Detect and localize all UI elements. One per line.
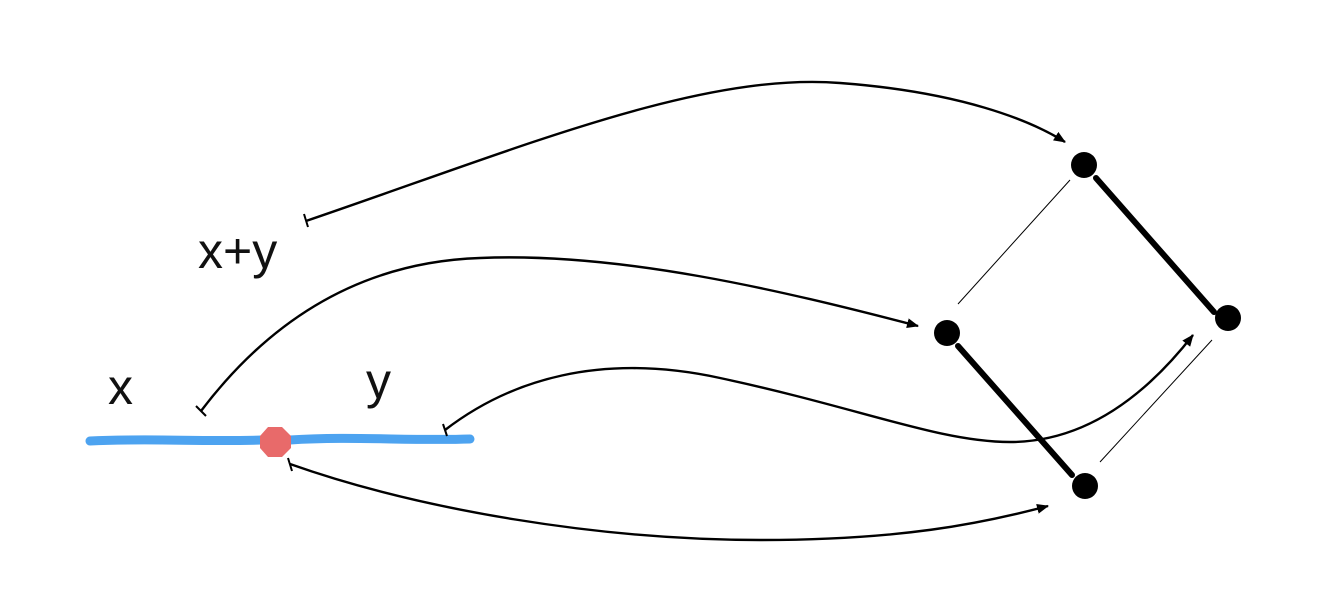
node-right — [1215, 305, 1241, 331]
lattice-nodes — [934, 152, 1241, 499]
arrow-y-to-right — [444, 334, 1194, 444]
line-segments — [85, 433, 475, 446]
edge-top-left — [957, 179, 1071, 305]
segment-y — [285, 433, 475, 445]
node-bottom — [1072, 473, 1098, 499]
node-left — [934, 320, 960, 346]
lattice-edges — [955, 175, 1217, 478]
mapping-arrows — [195, 80, 1194, 542]
arrow-x-to-left — [200, 256, 919, 412]
arrow-x-plus-y-to-top — [305, 80, 1066, 223]
edge-left-bottom — [955, 343, 1075, 478]
node-top — [1071, 152, 1097, 178]
edge-top-right — [1093, 175, 1217, 315]
label-y: y — [366, 353, 391, 409]
segment-x — [85, 435, 267, 446]
label-x-plus-y: x+y — [198, 223, 277, 279]
arrow-midpoint-to-bottom — [289, 462, 1049, 542]
edge-right-bottom — [1099, 339, 1213, 463]
midpoint-marker — [260, 427, 291, 457]
label-x: x — [108, 359, 133, 415]
